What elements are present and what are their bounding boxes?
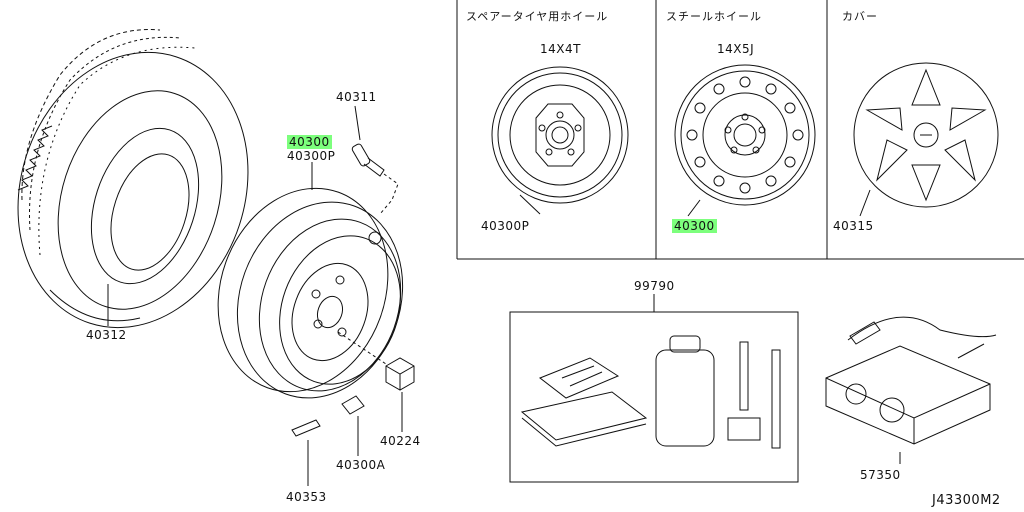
valve-part[interactable]: 40311 — [336, 90, 377, 104]
compressor-drawing — [825, 316, 997, 464]
weight-drawing — [291, 395, 365, 486]
spare-wheel-header: スペアータイヤ用ホイール — [466, 10, 609, 23]
repair-kit-drawing — [509, 294, 799, 483]
leader-lines — [107, 105, 361, 326]
spare-wheel-part[interactable]: 40300P — [481, 219, 530, 233]
wheel-part-alt[interactable]: 40300P — [287, 149, 336, 163]
tire-part[interactable]: 40312 — [86, 328, 127, 342]
wheel-drawing — [217, 187, 404, 399]
steel-wheel-drawing — [674, 64, 816, 217]
steel-wheel-vent-holes — [686, 76, 804, 194]
nut-drawing — [337, 331, 415, 432]
repair-kit-part[interactable]: 99790 — [634, 279, 675, 293]
diagram-code: J43300M2 — [932, 493, 1001, 508]
steel-wheel-part[interactable]: 40300 — [672, 219, 717, 233]
spare-wheel-drawing — [491, 66, 629, 215]
cover-part[interactable]: 40315 — [833, 219, 874, 233]
compressor-part[interactable]: 57350 — [860, 468, 901, 482]
steel-wheel-header: スチールホイール — [666, 10, 762, 23]
steel-wheel-size: 14X5J — [717, 42, 755, 56]
valve-drawing — [351, 143, 399, 215]
cover-header: カバー — [842, 10, 878, 23]
wheel-options-frame — [456, 0, 1024, 260]
spare-wheel-size: 14X4T — [540, 42, 581, 56]
weight-clip-part[interactable]: 40300A — [336, 458, 386, 472]
wheel-cover-drawing — [853, 62, 999, 217]
nut-part[interactable]: 40224 — [380, 434, 421, 448]
weight-part[interactable]: 40353 — [286, 490, 327, 504]
tire-drawing — [17, 29, 249, 329]
wheel-part-primary[interactable]: 40300 — [287, 135, 332, 149]
